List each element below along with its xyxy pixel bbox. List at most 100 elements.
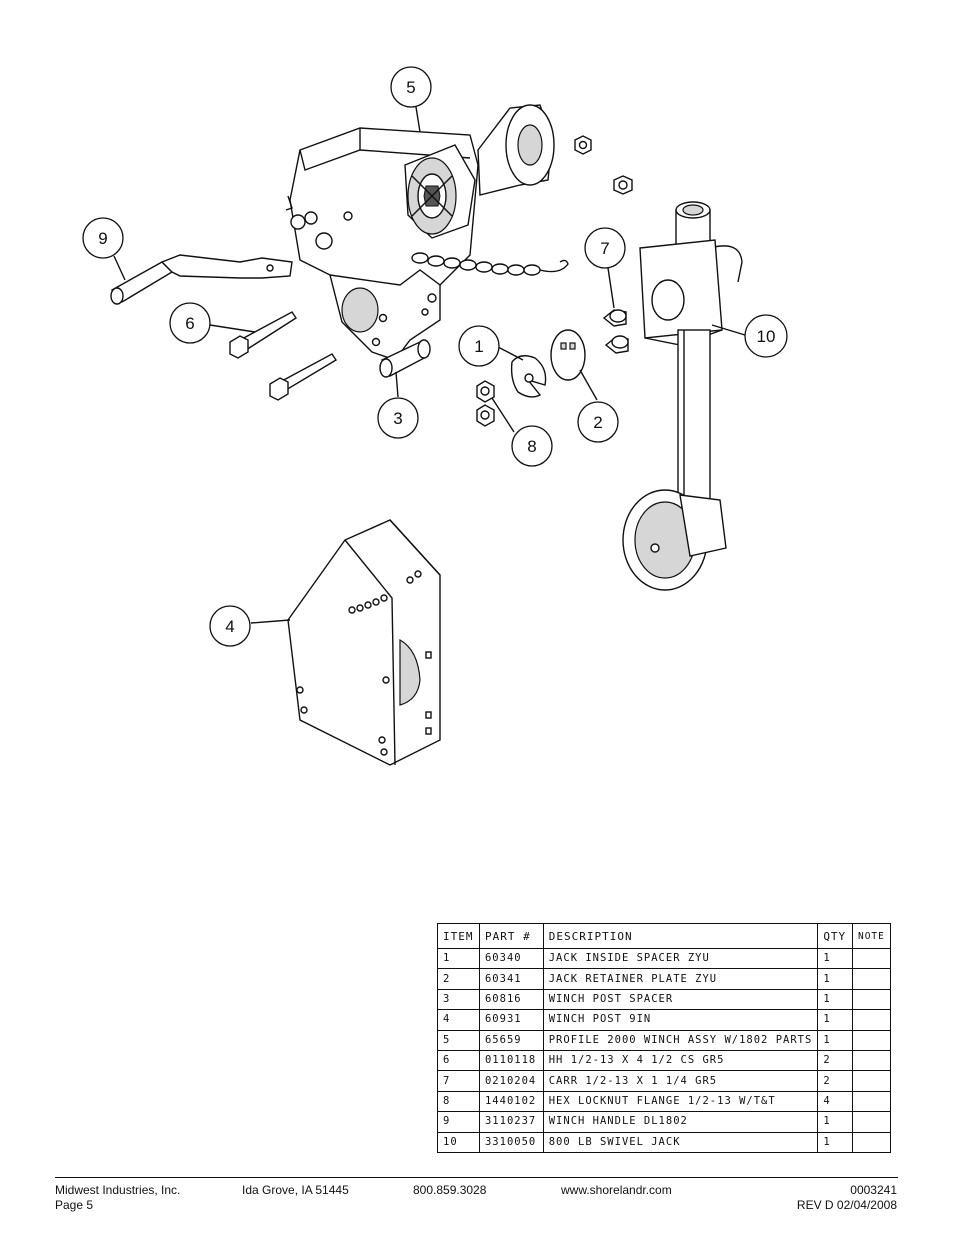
svg-text:2: 2: [593, 413, 602, 432]
svg-text:9: 9: [98, 229, 107, 248]
callout-10: 10: [744, 314, 788, 358]
cell-qty: 2: [817, 1070, 853, 1092]
cell-part: 0110118: [478, 1049, 544, 1072]
callout-5: 5: [390, 66, 432, 108]
callout-6: 6: [169, 302, 211, 344]
cell-part: 60341: [478, 968, 544, 990]
table-row: 5 65659 PROFILE 2000 WINCH ASSY W/1802 P…: [437, 1029, 892, 1051]
cell-part: 60931: [478, 1009, 544, 1031]
cell-description: 800 LB SWIVEL JACK: [542, 1131, 819, 1153]
header-item: ITEM: [437, 923, 480, 949]
cell-item: 8: [437, 1090, 480, 1113]
footer-phone: 800.859.3028: [413, 1183, 487, 1197]
cell-description: HEX LOCKNUT FLANGE 1/2-13 W/T&T: [542, 1090, 819, 1113]
cell-description: HH 1/2-13 X 4 1/2 CS GR5: [542, 1049, 819, 1072]
cell-item: 9: [437, 1111, 480, 1133]
parts-list-table: ITEM PART # DESCRIPTION QTY NOTE 1 60340…: [437, 923, 892, 1153]
cell-note: [851, 1009, 892, 1031]
cell-note: [851, 988, 892, 1011]
cell-item: 10: [437, 1131, 480, 1153]
footer-city: Ida Grove, IA 51445: [242, 1183, 349, 1197]
table-row: 2 60341 JACK RETAINER PLATE ZYU 1: [437, 968, 892, 990]
exploded-parts-drawing: 5 9 6 7 10 1 3 8 2 4: [82, 66, 788, 766]
header-part-number: PART #: [478, 923, 544, 949]
cell-part: 1440102: [478, 1090, 544, 1113]
cell-qty: 1: [817, 1029, 853, 1051]
cell-description: PROFILE 2000 WINCH ASSY W/1802 PARTS: [542, 1029, 819, 1051]
header-qty: QTY: [817, 923, 853, 949]
footer-revision: REV D 02/04/2008: [796, 1198, 897, 1212]
cell-description: WINCH HANDLE DL1802: [542, 1111, 819, 1133]
svg-text:3: 3: [393, 409, 402, 428]
cell-qty: 2: [817, 1049, 853, 1072]
svg-text:10: 10: [757, 327, 776, 346]
footer-company: Midwest Industries, Inc.: [55, 1183, 181, 1197]
cell-part: 65659: [478, 1029, 544, 1051]
cell-item: 3: [437, 988, 480, 1011]
cell-qty: 1: [817, 1131, 853, 1153]
footer-doc-number: 0003241: [850, 1183, 897, 1197]
callout-8: 8: [511, 425, 553, 467]
table-row: 10 3310050 800 LB SWIVEL JACK 1: [437, 1131, 892, 1153]
cell-note: [851, 1029, 892, 1051]
cell-note: [851, 1131, 892, 1153]
cell-qty: 1: [817, 1111, 853, 1133]
cell-item: 4: [437, 1009, 480, 1031]
callout-2: 2: [577, 401, 619, 443]
cell-note: [851, 947, 892, 970]
cell-part: 60816: [478, 988, 544, 1011]
cell-note: [851, 1111, 892, 1133]
winch-assembly-illustration: [285, 104, 569, 361]
cell-item: 5: [437, 1029, 480, 1051]
table-row: 3 60816 WINCH POST SPACER 1: [437, 988, 892, 1011]
cell-item: 1: [437, 947, 480, 970]
callout-4: 4: [209, 605, 251, 647]
table-row: 4 60931 WINCH POST 9IN 1: [437, 1009, 892, 1031]
jack-inside-spacer-illustration: [510, 355, 547, 398]
svg-text:7: 7: [600, 239, 609, 258]
cell-item: 2: [437, 968, 480, 990]
footer-page-number: Page 5: [55, 1198, 94, 1212]
swivel-jack-illustration: [622, 201, 743, 591]
jack-retainer-plate-illustration: [550, 329, 586, 381]
cell-part: 60340: [478, 947, 544, 970]
cell-description: JACK INSIDE SPACER ZYU: [542, 947, 819, 970]
cell-note: [851, 968, 892, 990]
cell-part: 3110237: [478, 1111, 544, 1133]
cell-description: JACK RETAINER PLATE ZYU: [542, 968, 819, 990]
cell-qty: 4: [817, 1090, 853, 1113]
winch-handle-illustration: [110, 254, 293, 305]
cell-item: 7: [437, 1070, 480, 1092]
cell-note: [851, 1090, 892, 1113]
cell-qty: 1: [817, 1009, 853, 1031]
cell-part: 3310050: [478, 1131, 544, 1153]
header-description: DESCRIPTION: [542, 923, 819, 949]
cell-qty: 1: [817, 968, 853, 990]
callout-3: 3: [377, 397, 419, 439]
svg-text:1: 1: [474, 337, 483, 356]
svg-text:6: 6: [185, 314, 194, 333]
table-row: 8 1440102 HEX LOCKNUT FLANGE 1/2-13 W/T&…: [437, 1090, 892, 1113]
table-row: 9 3110237 WINCH HANDLE DL1802 1: [437, 1111, 892, 1133]
table-header-row: ITEM PART # DESCRIPTION QTY NOTE: [437, 923, 892, 949]
cell-description: WINCH POST SPACER: [542, 988, 819, 1011]
locknuts-illustration: [476, 380, 495, 427]
winch-post-illustration: [287, 519, 441, 766]
cell-qty: 1: [817, 988, 853, 1011]
cell-qty: 1: [817, 947, 853, 970]
loose-nuts-top: [574, 135, 633, 195]
callout-9: 9: [82, 217, 124, 259]
footer-divider: [55, 1177, 898, 1178]
hex-head-bolts-illustration: [229, 311, 337, 401]
table-row: 6 0110118 HH 1/2-13 X 4 1/2 CS GR5 2: [437, 1049, 892, 1072]
svg-text:8: 8: [527, 437, 536, 456]
cell-item: 6: [437, 1049, 480, 1072]
header-note: NOTE: [851, 923, 892, 949]
table-row: 7 0210204 CARR 1/2-13 X 1 1/4 GR5 2: [437, 1070, 892, 1092]
carriage-bolts-illustration: [602, 309, 629, 354]
callout-7: 7: [584, 227, 626, 269]
cell-note: [851, 1049, 892, 1072]
table-row: 1 60340 JACK INSIDE SPACER ZYU 1: [437, 947, 892, 970]
cell-description: CARR 1/2-13 X 1 1/4 GR5: [542, 1070, 819, 1092]
svg-text:5: 5: [406, 78, 415, 97]
